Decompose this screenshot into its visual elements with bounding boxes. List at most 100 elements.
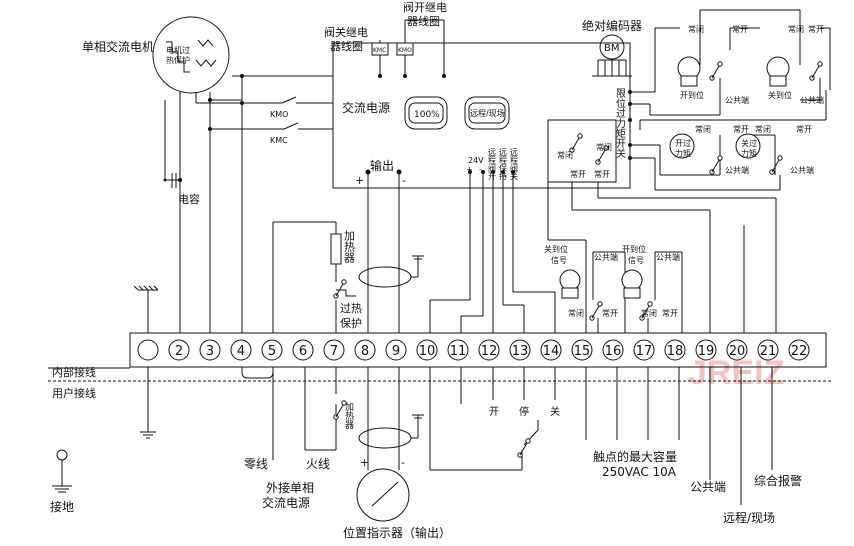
- terminal-13: [509, 339, 531, 361]
- internal-wiring-label: 内部接线: [52, 365, 96, 379]
- terminal-number: 19: [698, 344, 715, 359]
- common-label: 公共端: [656, 252, 680, 262]
- svg-text:+: +: [466, 165, 473, 174]
- motor-label: 单相交流电机: [82, 39, 154, 54]
- button-open-label: 开: [489, 407, 499, 418]
- terminal-4: [230, 339, 252, 361]
- ext-power-label: 外接单相: [266, 480, 314, 495]
- terminal-3: [199, 339, 221, 361]
- svg-text:-: -: [402, 174, 406, 187]
- open-position-label: 开到位: [680, 90, 704, 100]
- terminal-1: [137, 339, 159, 361]
- terminal-number: 2: [175, 344, 183, 359]
- no-label: 常开: [796, 125, 812, 134]
- svg-text:-: -: [401, 456, 405, 469]
- common-label: 公共端: [790, 165, 814, 175]
- overheat-protect-label-2: 保护: [340, 316, 362, 330]
- open-pos-signal-label-2: 信号: [628, 255, 644, 265]
- terminal-12: [478, 339, 500, 361]
- remote-local-label: 远程/现场: [723, 510, 775, 525]
- 24v-label: 24V: [468, 156, 484, 165]
- common-label: 公共端: [594, 252, 618, 262]
- terminal-15: [571, 339, 593, 361]
- nc-label: 常闭: [596, 143, 612, 152]
- nc-label: 常闭: [755, 125, 771, 134]
- terminal-number: 9: [392, 344, 400, 359]
- close-relay-label: 阀关继电: [324, 25, 368, 39]
- terminal-14: [540, 339, 562, 361]
- open-relay-label-2: 器线圈: [407, 14, 440, 28]
- terminal-number: 17: [636, 344, 653, 359]
- terminal-number: 5: [268, 344, 276, 359]
- close-relay-label-2: 器线圈: [330, 39, 363, 53]
- motor-overheat-label-2: 热保护: [166, 55, 190, 65]
- max-capacity-label: 触点的最大容量: [593, 449, 677, 464]
- open-torque-label: 开过: [675, 138, 691, 148]
- kmo-coil-label: KMO: [398, 47, 412, 54]
- terminal-16: [602, 339, 624, 361]
- max-capacity-label-2: 250VAC 10A: [602, 465, 677, 479]
- nc-label: 常闭: [641, 309, 657, 318]
- position-indicator-symbol: [356, 468, 410, 522]
- open-torque-label-2: 力矩: [675, 148, 691, 158]
- terminal-number: 8: [361, 344, 369, 359]
- encoder-label: 绝对编码器: [582, 18, 642, 33]
- terminal-number: 15: [574, 344, 591, 359]
- no-label: 常开: [594, 170, 610, 179]
- terminal-number: 18: [667, 344, 684, 359]
- capacitor-label: 电容: [178, 192, 200, 206]
- nc-label: 常闭: [568, 309, 584, 318]
- svg-text:-: -: [479, 165, 482, 174]
- close-pos-signal-label: 关到位: [544, 244, 568, 254]
- terminal-number: 12: [481, 344, 498, 359]
- terminal-number: 4: [237, 344, 245, 359]
- terminal-19: [695, 339, 717, 361]
- common-label: 公共端: [725, 165, 749, 175]
- common-label: 公共端: [800, 95, 824, 105]
- overheat-protect-label: 过热: [340, 302, 362, 315]
- ground-label: 接地: [50, 499, 74, 514]
- terminal-21: [757, 339, 779, 361]
- nc-label: 常闭: [695, 125, 711, 134]
- open-relay-label: 阀开继电: [403, 0, 447, 14]
- terminal-8: [354, 339, 376, 361]
- close-pos-signal-label-2: 信号: [551, 255, 567, 265]
- terminal-number: 11: [450, 344, 467, 359]
- terminal-7: [323, 339, 345, 361]
- kmc-label: KMC: [270, 136, 288, 145]
- close-position-label: 关到位: [768, 90, 792, 100]
- display-value: 100%: [414, 110, 440, 120]
- motor-symbol: [152, 16, 230, 94]
- terminal-20: [726, 339, 748, 361]
- terminal-2: [168, 339, 190, 361]
- common-label: 公共端: [725, 95, 749, 105]
- user-common-label: 公共端: [690, 480, 726, 494]
- button-stop-label: 停: [519, 405, 529, 418]
- kmc-coil-label: KMC: [373, 47, 386, 54]
- kmo-label: KMO: [270, 110, 288, 119]
- terminal-6: [292, 339, 314, 361]
- motor-overheat-label: 电机过: [166, 45, 190, 55]
- svg-text:+: +: [355, 174, 364, 187]
- nc-label: 常闭: [557, 151, 573, 160]
- nc-label: 常闭: [788, 25, 804, 34]
- remote-local-button-label: 远程/现场: [470, 109, 505, 118]
- terminal-number: 3: [206, 344, 214, 359]
- user-wiring-label: 用户接线: [52, 386, 96, 400]
- heater-label: 加热器: [343, 230, 356, 264]
- heater-label-external: 加热器: [343, 402, 354, 429]
- terminal-strip: [129, 332, 827, 368]
- limit-torque-label: 限位过力矩开关: [614, 88, 626, 159]
- terminal-number: 22: [791, 344, 808, 359]
- position-indicator-label: 位置指示器（输出）: [343, 525, 451, 540]
- terminal-number: 7: [330, 344, 338, 359]
- open-pos-signal-label: 开到位: [622, 244, 646, 254]
- terminal-22: [788, 339, 810, 361]
- button-close-label: 关: [550, 405, 560, 418]
- terminal-11: [447, 339, 469, 361]
- remote-hold-label: 远程保持: [499, 148, 508, 181]
- terminal-number: 21: [760, 344, 777, 359]
- bm-label: BM: [604, 43, 620, 54]
- terminal-5: [261, 339, 283, 361]
